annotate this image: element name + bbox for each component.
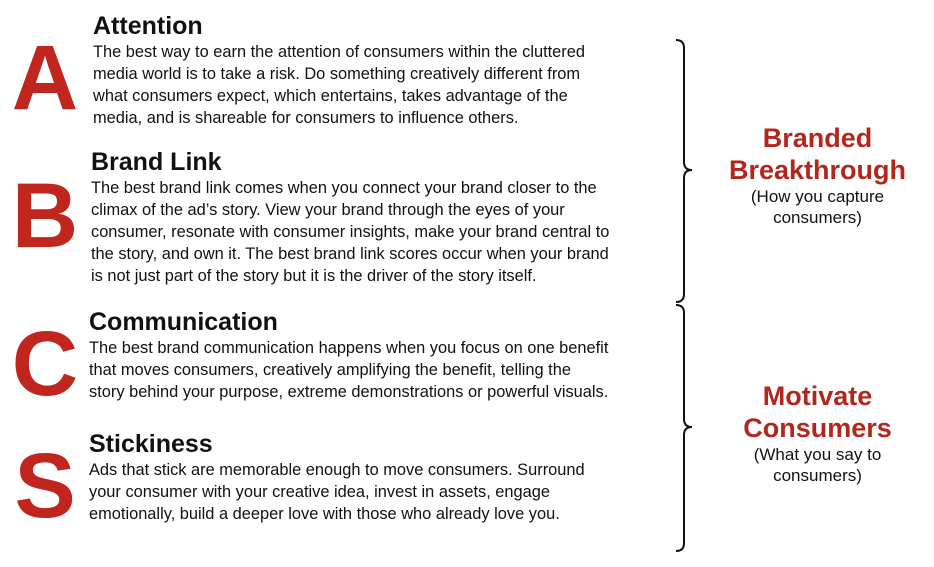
brace-lower-icon: [675, 304, 693, 552]
body-line: The best brand communication happens whe…: [89, 339, 609, 357]
section-body: The best brand link comes when you conne…: [91, 177, 671, 287]
body-line: media world is to take a risk. Do someth…: [93, 65, 581, 83]
group-subtitle-line: (What you say to: [753, 445, 882, 464]
letter-a: A: [11, 27, 79, 129]
body-line: the story, and own it. The best brand li…: [91, 245, 609, 263]
brace-upper-icon: [675, 39, 693, 303]
letter-b: B: [11, 165, 79, 267]
body-line: emotionally, build a deeper love with th…: [89, 505, 560, 523]
section-body: Ads that stick are memorable enough to m…: [89, 459, 669, 525]
group-subtitle-line: consumers): [773, 208, 862, 227]
section-heading: Brand Link: [91, 148, 222, 176]
group-title-line: Motivate: [762, 381, 873, 411]
section-attention: Attention The best way to earn the atten…: [93, 11, 673, 129]
body-line: that moves consumers, creatively amplify…: [89, 361, 571, 379]
group-motivate-consumers: Motivate Consumers (What you say to cons…: [705, 380, 930, 486]
body-line: climax of the ad’s story. View your bran…: [91, 201, 565, 219]
section-heading: Attention: [93, 12, 203, 40]
letter-s: S: [14, 435, 76, 537]
section-communication: Communication The best brand communicati…: [89, 307, 669, 403]
group-title-line: Consumers: [743, 413, 892, 443]
body-line: story behind your purpose, extreme demon…: [89, 383, 609, 401]
section-body: The best brand communication happens whe…: [89, 337, 669, 403]
group-subtitle-line: (How you capture: [750, 187, 885, 206]
group-branded-breakthrough: Branded Breakthrough (How you capture co…: [705, 122, 930, 228]
section-body: The best way to earn the attention of co…: [93, 41, 673, 129]
section-heading: Communication: [89, 308, 278, 336]
body-line: The best brand link comes when you conne…: [91, 179, 597, 197]
body-line: is not just part of the story but it is …: [91, 267, 537, 285]
body-line: your consumer with your creative idea, i…: [89, 483, 550, 501]
group-title-line: Branded: [762, 123, 873, 153]
section-brand-link: Brand Link The best brand link comes whe…: [91, 147, 671, 287]
section-stickiness: Stickiness Ads that stick are memorable …: [89, 429, 669, 525]
body-line: what consumers expect, which entertains,…: [93, 87, 568, 105]
letter-c: C: [11, 313, 79, 415]
group-title-line: Breakthrough: [728, 155, 907, 185]
body-line: Ads that stick are memorable enough to m…: [89, 461, 585, 479]
body-line: media, and is shareable for consumers to…: [93, 109, 519, 127]
body-line: consumer, resonate with consumer insight…: [91, 223, 610, 241]
body-line: The best way to earn the attention of co…: [93, 43, 585, 61]
section-heading: Stickiness: [89, 430, 213, 458]
group-subtitle-line: consumers): [773, 466, 862, 485]
